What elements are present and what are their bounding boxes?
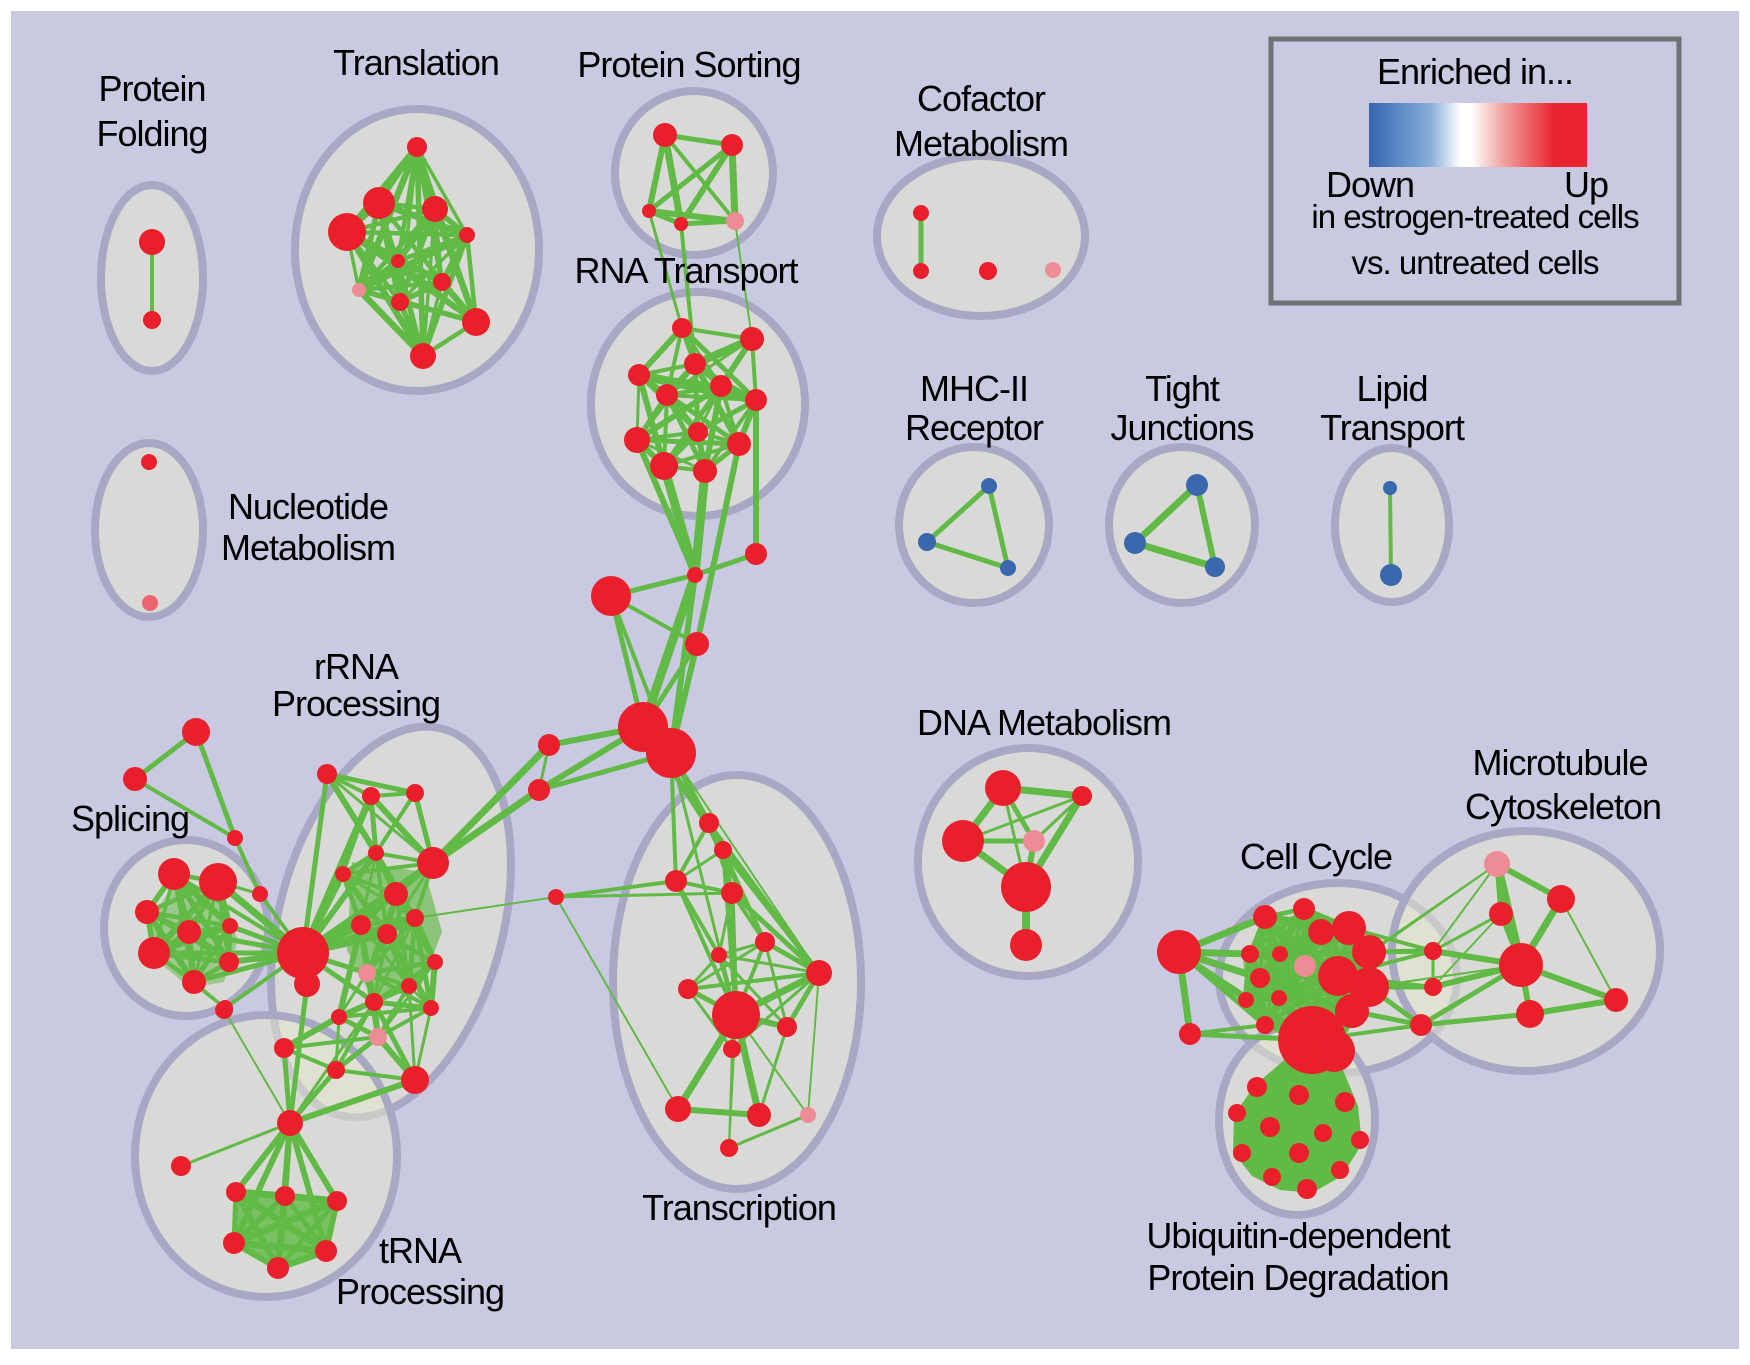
- svg-text:Ubiquitin-dependent: Ubiquitin-dependent: [1146, 1215, 1450, 1256]
- svg-text:Tight: Tight: [1145, 368, 1220, 409]
- svg-text:Down: Down: [1326, 164, 1414, 205]
- svg-text:Protein: Protein: [98, 68, 205, 109]
- svg-text:Nucleotide: Nucleotide: [228, 486, 388, 527]
- svg-text:Cytoskeleton: Cytoskeleton: [1465, 786, 1661, 827]
- svg-text:Protein Sorting: Protein Sorting: [577, 44, 800, 85]
- svg-text:DNA Metabolism: DNA Metabolism: [917, 702, 1171, 743]
- svg-text:Microtubule: Microtubule: [1472, 742, 1647, 783]
- svg-text:Receptor: Receptor: [905, 407, 1044, 448]
- svg-text:Processing: Processing: [336, 1271, 504, 1312]
- svg-text:Transcription: Transcription: [642, 1187, 836, 1228]
- svg-text:tRNA: tRNA: [379, 1230, 462, 1271]
- svg-text:vs. untreated cells: vs. untreated cells: [1352, 244, 1599, 281]
- svg-text:MHC-II: MHC-II: [920, 368, 1028, 409]
- svg-text:Translation: Translation: [333, 42, 499, 83]
- svg-text:Metabolism: Metabolism: [894, 123, 1068, 164]
- svg-text:in estrogen-treated cells: in estrogen-treated cells: [1311, 198, 1639, 235]
- svg-text:Enriched in...: Enriched in...: [1377, 51, 1573, 92]
- svg-text:Cofactor: Cofactor: [917, 78, 1046, 119]
- svg-text:Metabolism: Metabolism: [221, 527, 395, 568]
- svg-text:Folding: Folding: [96, 113, 207, 154]
- svg-text:Junctions: Junctions: [1110, 407, 1253, 448]
- svg-text:Lipid: Lipid: [1356, 368, 1427, 409]
- svg-text:Cell Cycle: Cell Cycle: [1240, 836, 1392, 877]
- svg-text:Protein Degradation: Protein Degradation: [1147, 1257, 1448, 1298]
- svg-text:Splicing: Splicing: [71, 798, 189, 839]
- svg-text:rRNA: rRNA: [314, 646, 399, 687]
- svg-text:Transport: Transport: [1320, 407, 1465, 448]
- svg-text:RNA Transport: RNA Transport: [574, 250, 798, 291]
- svg-text:Processing: Processing: [272, 683, 440, 724]
- svg-text:Up: Up: [1564, 164, 1608, 205]
